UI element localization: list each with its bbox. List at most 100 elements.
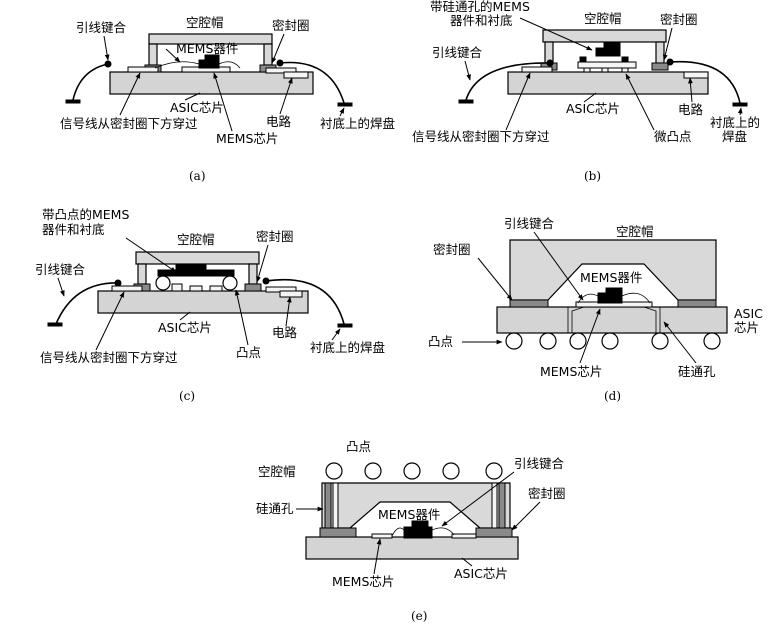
panel-e-label-seal-ring: 密封圈 — [528, 486, 566, 501]
panel-e-bump-3 — [403, 462, 421, 480]
panel-c: 带凸点的MEMS 器件和衬底 空腔帽 密封圈 引线键合 ASIC芯片 电路 信号… — [35, 207, 385, 403]
panel-b-caption: (b) — [584, 169, 601, 183]
panel-b-bond-wire-left — [465, 62, 551, 101]
panel-d-bump-5 — [651, 332, 669, 350]
panel-b-substrate-pad-right — [732, 102, 748, 107]
panel-b-micro-bump-3 — [621, 67, 629, 73]
panel-e-asic-substrate — [305, 536, 519, 560]
panel-c-cap-right-wall — [248, 263, 258, 285]
panel-c-label-mems-bump-line1: 带凸点的MEMS — [42, 207, 129, 222]
panel-e-seal-ring-left — [319, 527, 357, 538]
panel-c-substrate-pad-right — [337, 323, 353, 328]
panel-b-label-circuit: 电路 — [678, 102, 704, 117]
panel-b-cap-right-wall — [655, 41, 665, 64]
panel-c-substrate-pad-left — [47, 322, 63, 327]
panel-a: 引线键合 空腔帽 密封圈 MEMS器件 ASIC芯片 电路 信号线从密封圈下方穿… — [60, 15, 395, 183]
panel-c-mems-pad-1 — [171, 283, 183, 292]
panel-e-tsv-left-inner — [332, 482, 339, 529]
panel-d: 引线键合 空腔帽 密封圈 MEMS器件 ASIC 芯片 凸点 MEMS芯片 硅通… — [428, 216, 763, 403]
panel-b-tsv-right — [621, 56, 629, 63]
panel-c-label-substrate-pad: 衬底上的焊盘 — [310, 340, 385, 355]
panel-a-bond-wire-right — [279, 61, 345, 104]
panel-d-label-mems-device: MEMS器件 — [580, 270, 642, 285]
panel-e-label-bump: 凸点 — [346, 439, 371, 454]
panel-a-label-seal-ring: 密封圈 — [272, 18, 310, 33]
panel-c-bump-right — [222, 275, 238, 291]
panel-d-label-cap: 空腔帽 — [616, 224, 654, 239]
panel-b: 带硅通孔的MEMS 器件和衬底 空腔帽 密封圈 引线键合 ASIC芯片 电路 衬… — [412, 0, 760, 183]
panel-c-label-mems-bump-line2: 器件和衬底 — [42, 222, 105, 237]
panel-b-cavity-cap — [542, 29, 667, 43]
panel-c-signal-line — [111, 285, 143, 292]
panel-a-signal-line — [127, 66, 159, 73]
panel-b-label-substrate-pad-line1: 衬底上的 — [710, 115, 760, 130]
panel-d-label-asic-line1: ASIC — [734, 306, 763, 321]
panel-a-label-substrate-pad: 衬底上的焊盘 — [320, 116, 395, 131]
panel-b-label-signal-line: 信号线从密封圈下方穿过 — [412, 129, 550, 144]
panel-c-caption: (c) — [179, 389, 195, 403]
panel-e-label-mems-chip: MEMS芯片 — [332, 574, 394, 589]
panel-e-label-mems-device: MEMS器件 — [378, 507, 440, 522]
panel-b-tsv-left — [579, 56, 587, 63]
panel-d-bump-2 — [539, 332, 557, 350]
panel-d-seal-ring-left — [509, 299, 549, 308]
panel-c-label-bump: 凸点 — [236, 345, 261, 360]
panel-e-label-tsv: 硅通孔 — [256, 501, 294, 516]
panel-e-label-asic-chip: ASIC芯片 — [454, 566, 508, 581]
panel-c-mems-substrate — [157, 269, 235, 277]
panel-b-mems-tsv-substrate — [577, 61, 637, 69]
panel-d-label-asic-line2: 芯片 — [734, 320, 759, 335]
panel-a-label-cap: 空腔帽 — [186, 15, 224, 30]
panel-d-caption: (d) — [604, 389, 621, 403]
panel-d-tsv-left-inner — [571, 306, 585, 333]
panel-e-tsv-left-outer — [324, 482, 332, 529]
panel-c-label-asic-chip: ASIC芯片 — [158, 320, 212, 335]
panel-c-bond-wire-left — [55, 282, 119, 325]
panel-a-mems-device-top — [204, 54, 220, 62]
panel-c-mems-device — [175, 263, 207, 271]
panel-d-label-mems-chip: MEMS芯片 — [540, 364, 602, 379]
panel-c-label-cap: 空腔帽 — [177, 232, 215, 247]
panel-d-asic-substrate — [496, 306, 728, 334]
panel-a-label-wire-bond: 引线键合 — [76, 20, 127, 35]
panel-b-label-substrate-pad-line2: 焊盘 — [722, 129, 747, 144]
panel-d-bump-6 — [703, 332, 721, 350]
panel-b-mems-device-base — [595, 47, 621, 57]
panel-c-bump-left — [155, 275, 171, 291]
panel-e: 凸点 空腔帽 引线键合 密封圈 硅通孔 MEMS器件 MEMS芯片 ASIC芯片… — [256, 439, 566, 623]
panel-b-label-asic-chip: ASIC芯片 — [566, 101, 620, 116]
panel-e-inner-wire-right — [431, 527, 455, 536]
panel-e-bump-4 — [442, 462, 460, 480]
panel-e-asic-pad — [451, 533, 477, 539]
panel-b-micro-bump-2 — [601, 67, 609, 73]
panel-b-label-wire-bond: 引线键合 — [432, 45, 483, 60]
panel-a-label-circuit: 电路 — [266, 114, 292, 129]
panel-e-tsv-right-inner — [491, 482, 498, 529]
panel-d-bump-1 — [505, 332, 523, 350]
panel-a-circuit — [283, 71, 309, 79]
panel-b-mems-device-top — [603, 42, 621, 49]
panel-d-bump-4 — [601, 332, 619, 350]
panel-d-bump-3 — [569, 332, 587, 350]
panel-b-asic-substrate — [507, 71, 709, 95]
panel-a-bond-wire-left — [72, 63, 109, 101]
panel-b-label-micro-bump: 微凸点 — [654, 129, 692, 144]
panel-b-label-seal-ring: 密封圈 — [660, 12, 698, 27]
panel-b-micro-bump-1 — [583, 67, 591, 73]
panel-e-tsv-right-outer — [498, 482, 506, 529]
panel-a-cavity-cap — [148, 33, 273, 45]
panel-d-tsv-left — [567, 306, 580, 333]
panel-e-bump-1 — [325, 462, 343, 480]
panel-c-label-signal-line: 信号线从密封圈下方穿过 — [40, 350, 178, 365]
panel-b-label-cap: 空腔帽 — [584, 11, 622, 26]
panel-d-tsv-right-inner — [643, 306, 657, 333]
panel-e-caption: (e) — [411, 609, 427, 623]
panel-c-bond-wire-right — [265, 278, 345, 325]
panel-e-mems-chip — [371, 533, 393, 539]
panel-b-label-mems-tsv-line1: 带硅通孔的MEMS — [430, 0, 530, 14]
panel-e-mems-device-top — [411, 520, 429, 529]
panel-e-bump-5 — [485, 462, 503, 480]
panel-a-circuit-pad — [265, 67, 297, 74]
panel-b-signal-line — [521, 66, 553, 73]
panel-b-circuit — [683, 71, 709, 79]
